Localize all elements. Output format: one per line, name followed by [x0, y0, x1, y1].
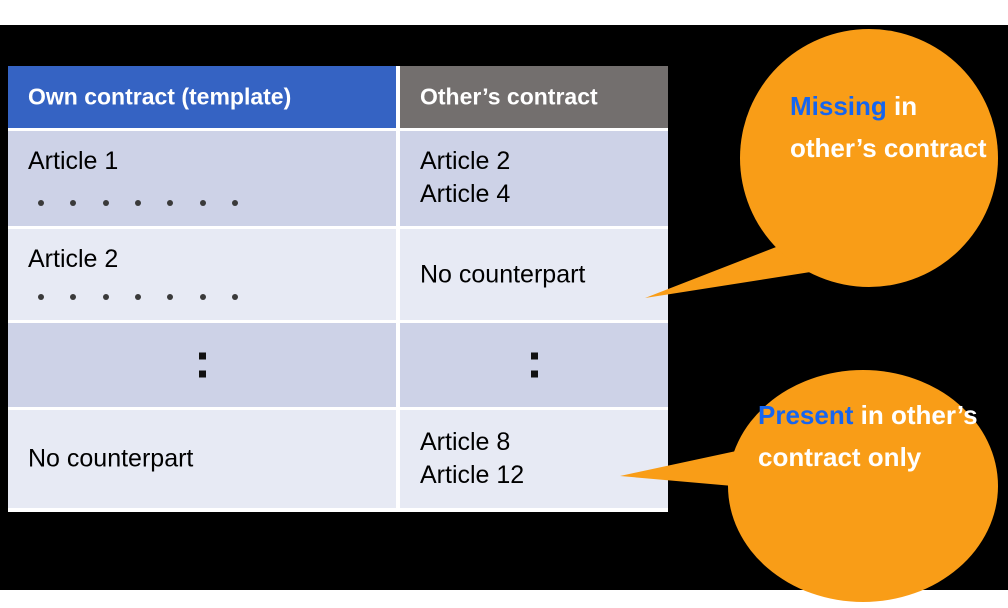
cell-others-contract-text: No counterpart	[420, 260, 586, 288]
cell-others-contract: Article 8 Article 12	[400, 410, 668, 508]
callout-missing-text: Missing in other’s contract	[790, 85, 990, 169]
cell-others-contract	[400, 323, 668, 407]
callout-missing-tail	[645, 195, 855, 298]
callout-missing-rest: in other’s contract	[790, 91, 987, 163]
column-divider	[396, 66, 400, 128]
vertical-ellipsis-icon	[400, 352, 668, 378]
elision-dot	[70, 294, 77, 300]
elision-dots	[38, 294, 238, 300]
elision-dot	[38, 294, 44, 300]
table-row: No counterpart Article 8 Article 12	[8, 410, 668, 508]
callout-present-only-highlight: Present	[758, 400, 854, 430]
vertical-ellipsis-icon	[8, 352, 396, 378]
column-header-own-contract-label: Own contract (template)	[28, 83, 292, 110]
column-divider	[396, 323, 400, 407]
contract-comparison-table: Own contract (template) Other’s contract…	[8, 66, 668, 512]
elision-dot	[102, 294, 109, 300]
row-divider	[8, 407, 668, 410]
column-divider	[396, 410, 400, 508]
cell-own-contract-text: Article 2	[28, 245, 119, 273]
cell-others-contract-text: Article 2 Article 4	[420, 147, 511, 208]
elision-dot	[38, 200, 44, 206]
elision-dot	[199, 200, 206, 206]
column-header-others-contract: Other’s contract	[400, 66, 668, 128]
elision-dot	[199, 294, 206, 300]
table-header-row: Own contract (template) Other’s contract	[8, 66, 668, 128]
column-divider	[396, 131, 400, 226]
cell-own-contract	[8, 323, 396, 407]
elision-dot	[231, 294, 238, 300]
elision-dot	[70, 200, 77, 206]
elision-dot	[167, 200, 174, 206]
table-row	[8, 323, 668, 407]
callout-present-only-bubble	[728, 370, 998, 602]
callout-missing-highlight: Missing	[790, 91, 887, 121]
row-divider	[8, 226, 668, 229]
column-header-others-contract-label: Other’s contract	[420, 83, 598, 110]
cell-others-contract: Article 2 Article 4	[400, 131, 668, 226]
cell-own-contract-text: Article 1	[28, 147, 119, 175]
column-divider	[396, 229, 400, 320]
table-row: Article 2 No counterpart	[8, 229, 668, 320]
elision-dot	[134, 200, 141, 206]
elision-dot	[167, 294, 174, 300]
cell-others-contract: No counterpart	[400, 229, 668, 320]
row-divider	[8, 320, 668, 323]
row-divider	[8, 128, 668, 131]
cell-own-contract-text: No counterpart	[28, 444, 194, 473]
elision-dot	[231, 200, 238, 206]
cell-own-contract: Article 1	[8, 131, 396, 226]
cell-others-contract-text: Article 8 Article 12	[420, 428, 525, 489]
table-row: Article 1 Article 2 Article 4	[8, 131, 668, 226]
elision-dots	[38, 200, 238, 206]
column-header-own-contract: Own contract (template)	[8, 66, 396, 128]
callout-present-only-text: Present in other’s contract only	[758, 394, 998, 478]
elision-dot	[102, 200, 109, 206]
callout-present-only-rest: in other’s contract only	[758, 400, 978, 472]
elision-dot	[134, 294, 141, 300]
cell-own-contract: No counterpart	[8, 410, 396, 508]
cell-own-contract: Article 2	[8, 229, 396, 320]
callout-missing-bubble	[740, 29, 998, 287]
